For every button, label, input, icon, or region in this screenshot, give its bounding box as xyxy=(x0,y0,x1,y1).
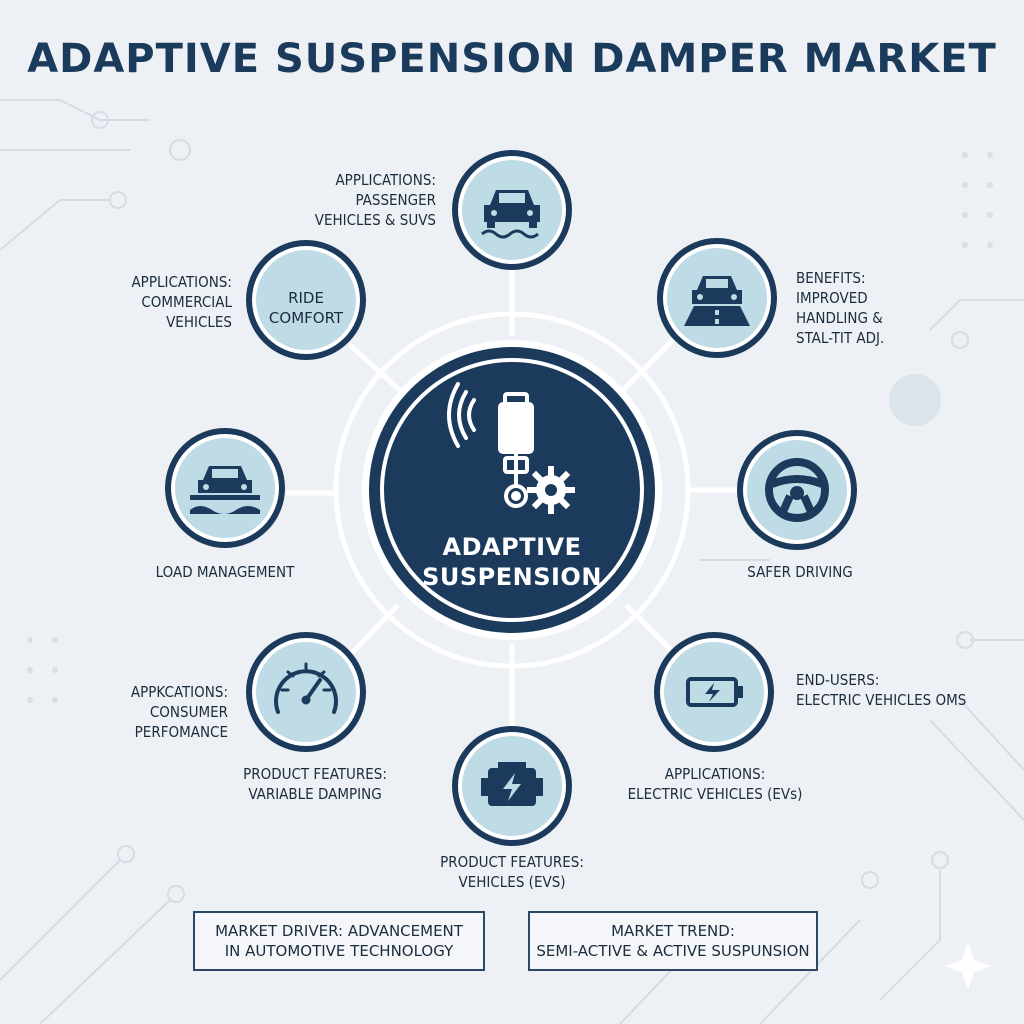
node-label-load: LOAD MANAGEMENT xyxy=(155,563,295,581)
node-label-ev-app: APPLICATIONS: ELECTRIC VEHICLES (EVs) xyxy=(627,765,803,803)
battery-icon xyxy=(686,677,743,707)
node-inner-label-commercial: RIDE COMFORT xyxy=(268,289,344,327)
node-label-performance: APPKCATIONS: CONSUMER PERFOMANCE xyxy=(130,683,228,741)
market-trend-box: MARKET TREND: SEMI-ACTIVE & ACTIVE SUSPU… xyxy=(528,911,818,971)
car-on-waves-icon xyxy=(481,190,540,239)
node-label-safer: SAFER DRIVING xyxy=(747,563,853,581)
node-circle-performance xyxy=(246,632,366,752)
sparkle-icon xyxy=(944,942,992,990)
hub-label: ADAPTIVE SUSPENSION xyxy=(422,533,602,591)
page-title: ADAPTIVE SUSPENSION DAMPER MARKET xyxy=(27,36,997,82)
engine-bolt-icon xyxy=(481,762,543,806)
gear-icon xyxy=(527,466,575,514)
connector-lines xyxy=(286,270,738,726)
speedometer-icon xyxy=(274,662,338,714)
car-on-platform-icon xyxy=(190,466,260,514)
node-label-variable-damping: PRODUCT FEATURES: VARIABLE DAMPING xyxy=(243,765,387,803)
market-driver-box: MARKET DRIVER: ADVANCEMENT IN AUTOMOTIVE… xyxy=(193,911,485,971)
shock-absorber-icon xyxy=(447,382,534,508)
node-label-ev-features: PRODUCT FEATURES: VEHICLES (EVS) xyxy=(440,853,584,891)
node-circle-commercial xyxy=(246,240,366,360)
hub-circle xyxy=(362,340,662,640)
node-label-ev-oem: END-USERS: ELECTRIC VEHICLES OMS xyxy=(796,671,967,709)
node-label-passenger: APPLICATIONS: PASSENGER VEHICLES & SUVS xyxy=(314,171,436,229)
node-label-commercial: APPLICATIONS: COMMERCIAL VEHICLES xyxy=(131,273,232,331)
node-label-handling: BENEFITS: IMPROVED HANDLING & STAL-TIT A… xyxy=(796,269,885,347)
car-on-road-icon xyxy=(684,276,750,326)
steering-wheel-icon xyxy=(765,458,829,522)
